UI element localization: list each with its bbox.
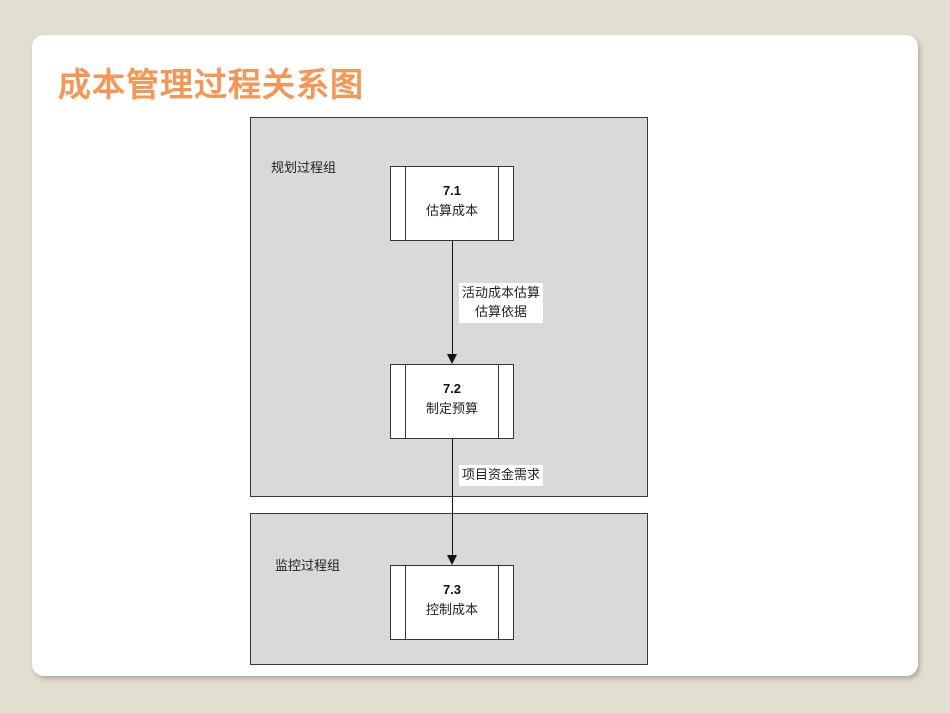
process-name: 制定预算 <box>425 402 478 417</box>
arrowhead-down-icon <box>447 354 457 364</box>
flow-label-line: 估算依据 <box>475 305 528 320</box>
process-name: 控制成本 <box>425 603 478 618</box>
process-number: 7.1 <box>442 183 462 198</box>
connector-7-2-to-7-3 <box>452 439 453 556</box>
process-name: 估算成本 <box>425 204 478 219</box>
flow-label-line: 项目资金需求 <box>462 468 541 483</box>
process-number: 7.2 <box>442 381 462 396</box>
planning-group-label: 规划过程组 <box>271 161 337 176</box>
flow-label-line: 活动成本估算 <box>462 286 541 301</box>
process-7-1: 7.1 估算成本 <box>390 166 514 241</box>
process-7-2: 7.2 制定预算 <box>390 364 514 439</box>
connector-7-1-to-7-2 <box>452 241 453 355</box>
flow-label-funding: 项目资金需求 <box>459 465 544 486</box>
process-7-3: 7.3 控制成本 <box>390 565 514 640</box>
monitoring-group-label: 监控过程组 <box>275 559 341 574</box>
flow-label-estimates: 活动成本估算 估算依据 <box>459 283 544 323</box>
arrowhead-down-icon <box>447 555 457 565</box>
process-number: 7.3 <box>442 582 462 597</box>
slide-title: 成本管理过程关系图 <box>58 65 364 104</box>
